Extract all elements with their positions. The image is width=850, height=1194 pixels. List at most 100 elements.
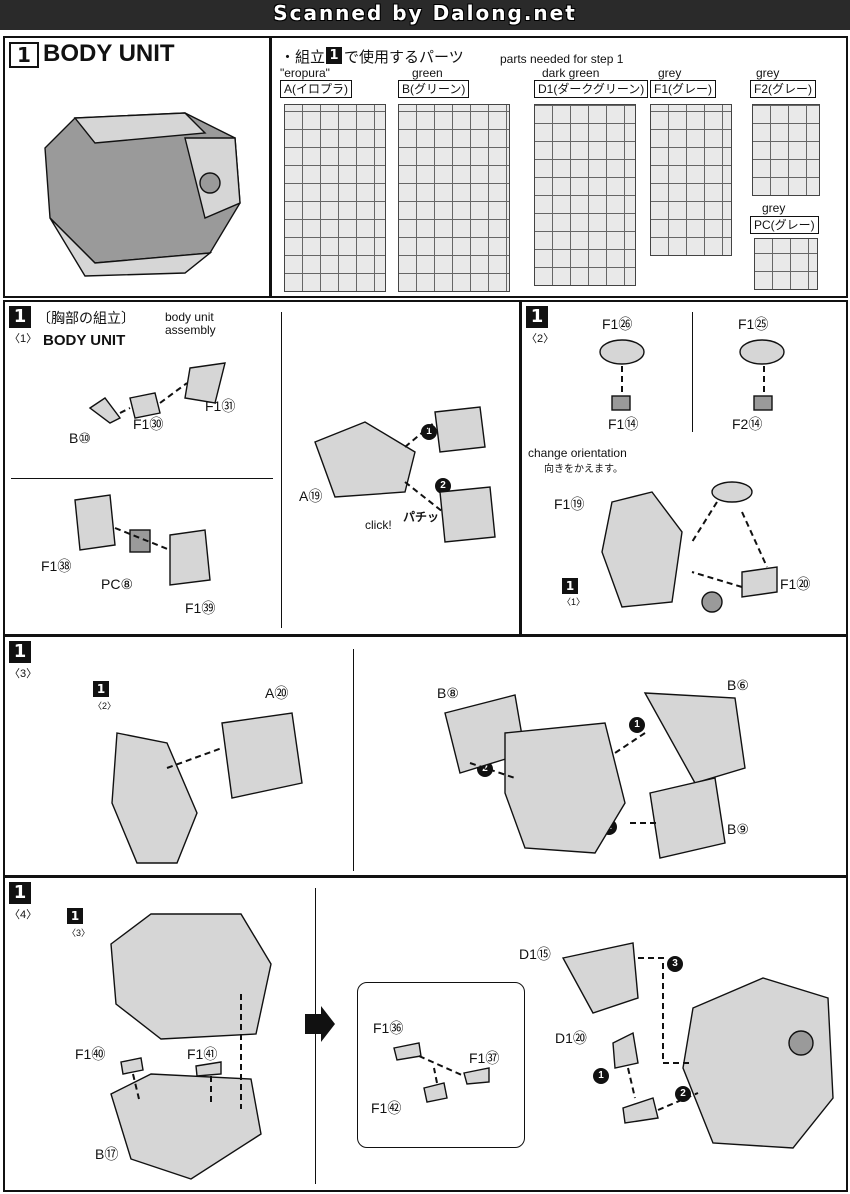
runner-f1-sprue (650, 104, 732, 256)
part-label-f1-30: F1㉚ (133, 416, 164, 432)
ref-step-marker: 1 (93, 681, 109, 697)
substep-3-right-illustration (444, 692, 746, 859)
chest-core-illustration (74, 494, 211, 586)
substep-3-panel: 1 〈3〉 1 〈2〉 A⑳ B⑧ B⑥ B⑨ 1 2 2 (3, 635, 848, 877)
runner-d1-label: D1(ダークグリーン) (534, 80, 649, 98)
order-1-marker: 1 (593, 1068, 609, 1084)
runner-d1-sprue (534, 104, 636, 286)
part-label-f1-36: F1㊱ (373, 1020, 404, 1036)
runner-f2-note: grey (756, 66, 780, 80)
order-1-marker: 1 (629, 717, 645, 733)
part-label-f2-14: F2⑭ (732, 416, 763, 432)
part-label-b9: B⑨ (727, 821, 749, 837)
part-label-b8: B⑧ (437, 685, 459, 701)
parts-heading-english: parts needed for step 1 (500, 52, 624, 66)
part-label-f1-25: F1㉕ (738, 316, 769, 332)
runner-pc-sprue (754, 238, 818, 290)
title-panel: 1 BODY UNIT (3, 36, 271, 298)
ref-substep-marker: 〈3〉 (67, 928, 91, 938)
substep-1-title: BODY UNIT (43, 332, 126, 349)
click-sfx: パチッ (403, 510, 440, 524)
parts-heading-suffix: で使用するパーツ (344, 49, 464, 66)
part-label-f1-19: F1⑲ (554, 496, 585, 512)
runner-pc-label: PC(グレー) (750, 216, 819, 234)
runner-f2-label: F2(グレー) (750, 80, 816, 98)
seat-parts-illustration (88, 362, 226, 424)
divider (281, 312, 282, 628)
substep-2-index: 〈2〉 (526, 333, 555, 345)
part-label-a19: A⑲ (299, 488, 323, 504)
runner-f1-note: grey (658, 66, 682, 80)
ref-step-marker: 1 (562, 578, 578, 594)
change-orientation-jp: 向きをかえます。 (544, 464, 623, 475)
substep-4-right-illustration (561, 942, 834, 1149)
scan-credit: Scanned by Dalong.net (273, 1, 577, 25)
substep-1-panel: 1 〈1〉 〔胸部の組立〕 body unit assembly BODY UN… (3, 300, 521, 636)
part-label-b10: B⑩ (69, 430, 91, 446)
runner-b-sprue (398, 104, 510, 292)
runner-d1-note: dark green (542, 66, 600, 80)
part-label-f1-38: F1㊳ (41, 558, 72, 574)
substep-3-left-illustration (111, 712, 303, 864)
ref-step-marker: 1 (67, 908, 83, 924)
part-label-f1-37: F1㊲ (469, 1050, 500, 1066)
ref-substep-marker: 〈2〉 (93, 701, 117, 711)
part-label-f1-14: F1⑭ (608, 416, 639, 432)
runner-f1-label: F1(グレー) (650, 80, 716, 98)
order-2-marker: 2 (435, 478, 451, 494)
substep-2-step: 1 (526, 306, 548, 328)
next-step-arrow-icon (305, 1006, 335, 1042)
runner-b-note: green (412, 66, 443, 80)
substep-1-en2: assembly (165, 323, 216, 337)
part-label-f1-39: F1㊴ (185, 600, 216, 616)
substep-4-step: 1 (9, 882, 31, 904)
divider (315, 888, 316, 1184)
substep-1-jp-title: 〔胸部の組立〕 (37, 310, 135, 326)
substep-4-left-illustration (110, 913, 272, 1180)
runner-a-label: A(イロプラ) (280, 80, 352, 98)
step-number: 1 (9, 42, 39, 68)
divider (11, 478, 273, 479)
substep-4-index: 〈4〉 (9, 909, 38, 921)
substep-1-en1: body unit (165, 310, 214, 324)
substep-4-panel: 1 〈4〉 1 〈3〉 F1㊵ F1㊶ B⑰ F1㊱ F1㊲ F1㊷ D1⑮ D… (3, 876, 848, 1192)
click-label: click! (365, 518, 392, 532)
divider (353, 649, 354, 871)
substep-1-index: 〈1〉 (9, 333, 38, 345)
substep-3-step: 1 (9, 641, 31, 663)
substep-1-assembly-illustration (314, 406, 496, 543)
part-label-b6: B⑥ (727, 677, 749, 693)
parts-heading-prefix: ・組立 (280, 49, 326, 66)
substep-2-panel: 1 〈2〉 F1㉖ F1⑭ F1㉕ F2⑭ change orientation… (520, 300, 848, 636)
inset-box (357, 982, 525, 1148)
part-label-d1-20: D1⑳ (555, 1030, 587, 1046)
inset-illustration (393, 1042, 490, 1103)
runner-f2-sprue (752, 104, 820, 196)
runner-a-sprue (284, 104, 386, 292)
body-unit-illustration (44, 112, 241, 277)
part-label-b17: B⑰ (95, 1146, 119, 1162)
substep-2-assembly-illustration (601, 481, 778, 613)
ref-substep-marker: 〈1〉 (562, 597, 586, 607)
order-3-marker: 3 (667, 956, 683, 972)
shoulder-joint-illustration (599, 339, 785, 411)
part-label-f1-26: F1㉖ (602, 316, 633, 332)
divider (692, 312, 693, 432)
part-label-f1-41: F1㊶ (187, 1046, 218, 1062)
runner-b-label: B(グリーン) (398, 80, 470, 98)
part-label-f1-40: F1㊵ (75, 1046, 106, 1062)
scan-header: Scanned by Dalong.net (0, 0, 850, 30)
change-orientation-note: change orientation (528, 446, 627, 460)
runner-pc-note: grey (762, 201, 786, 215)
parts-panel: ・組立 1 で使用するパーツ parts needed for step 1 "… (270, 36, 848, 298)
part-label-pc8: PC⑧ (101, 576, 133, 592)
order-1-marker: 1 (421, 424, 437, 440)
substep-3-index: 〈3〉 (9, 668, 38, 680)
parts-heading-step: 1 (326, 47, 342, 64)
runner-a-note: "eropura" (280, 66, 330, 80)
part-label-a20: A⑳ (265, 685, 289, 701)
substep-1-step: 1 (9, 306, 31, 328)
part-label-d1-15: D1⑮ (519, 946, 551, 962)
part-label-f1-42: F1㊷ (371, 1100, 402, 1116)
page-title: BODY UNIT (43, 40, 175, 67)
